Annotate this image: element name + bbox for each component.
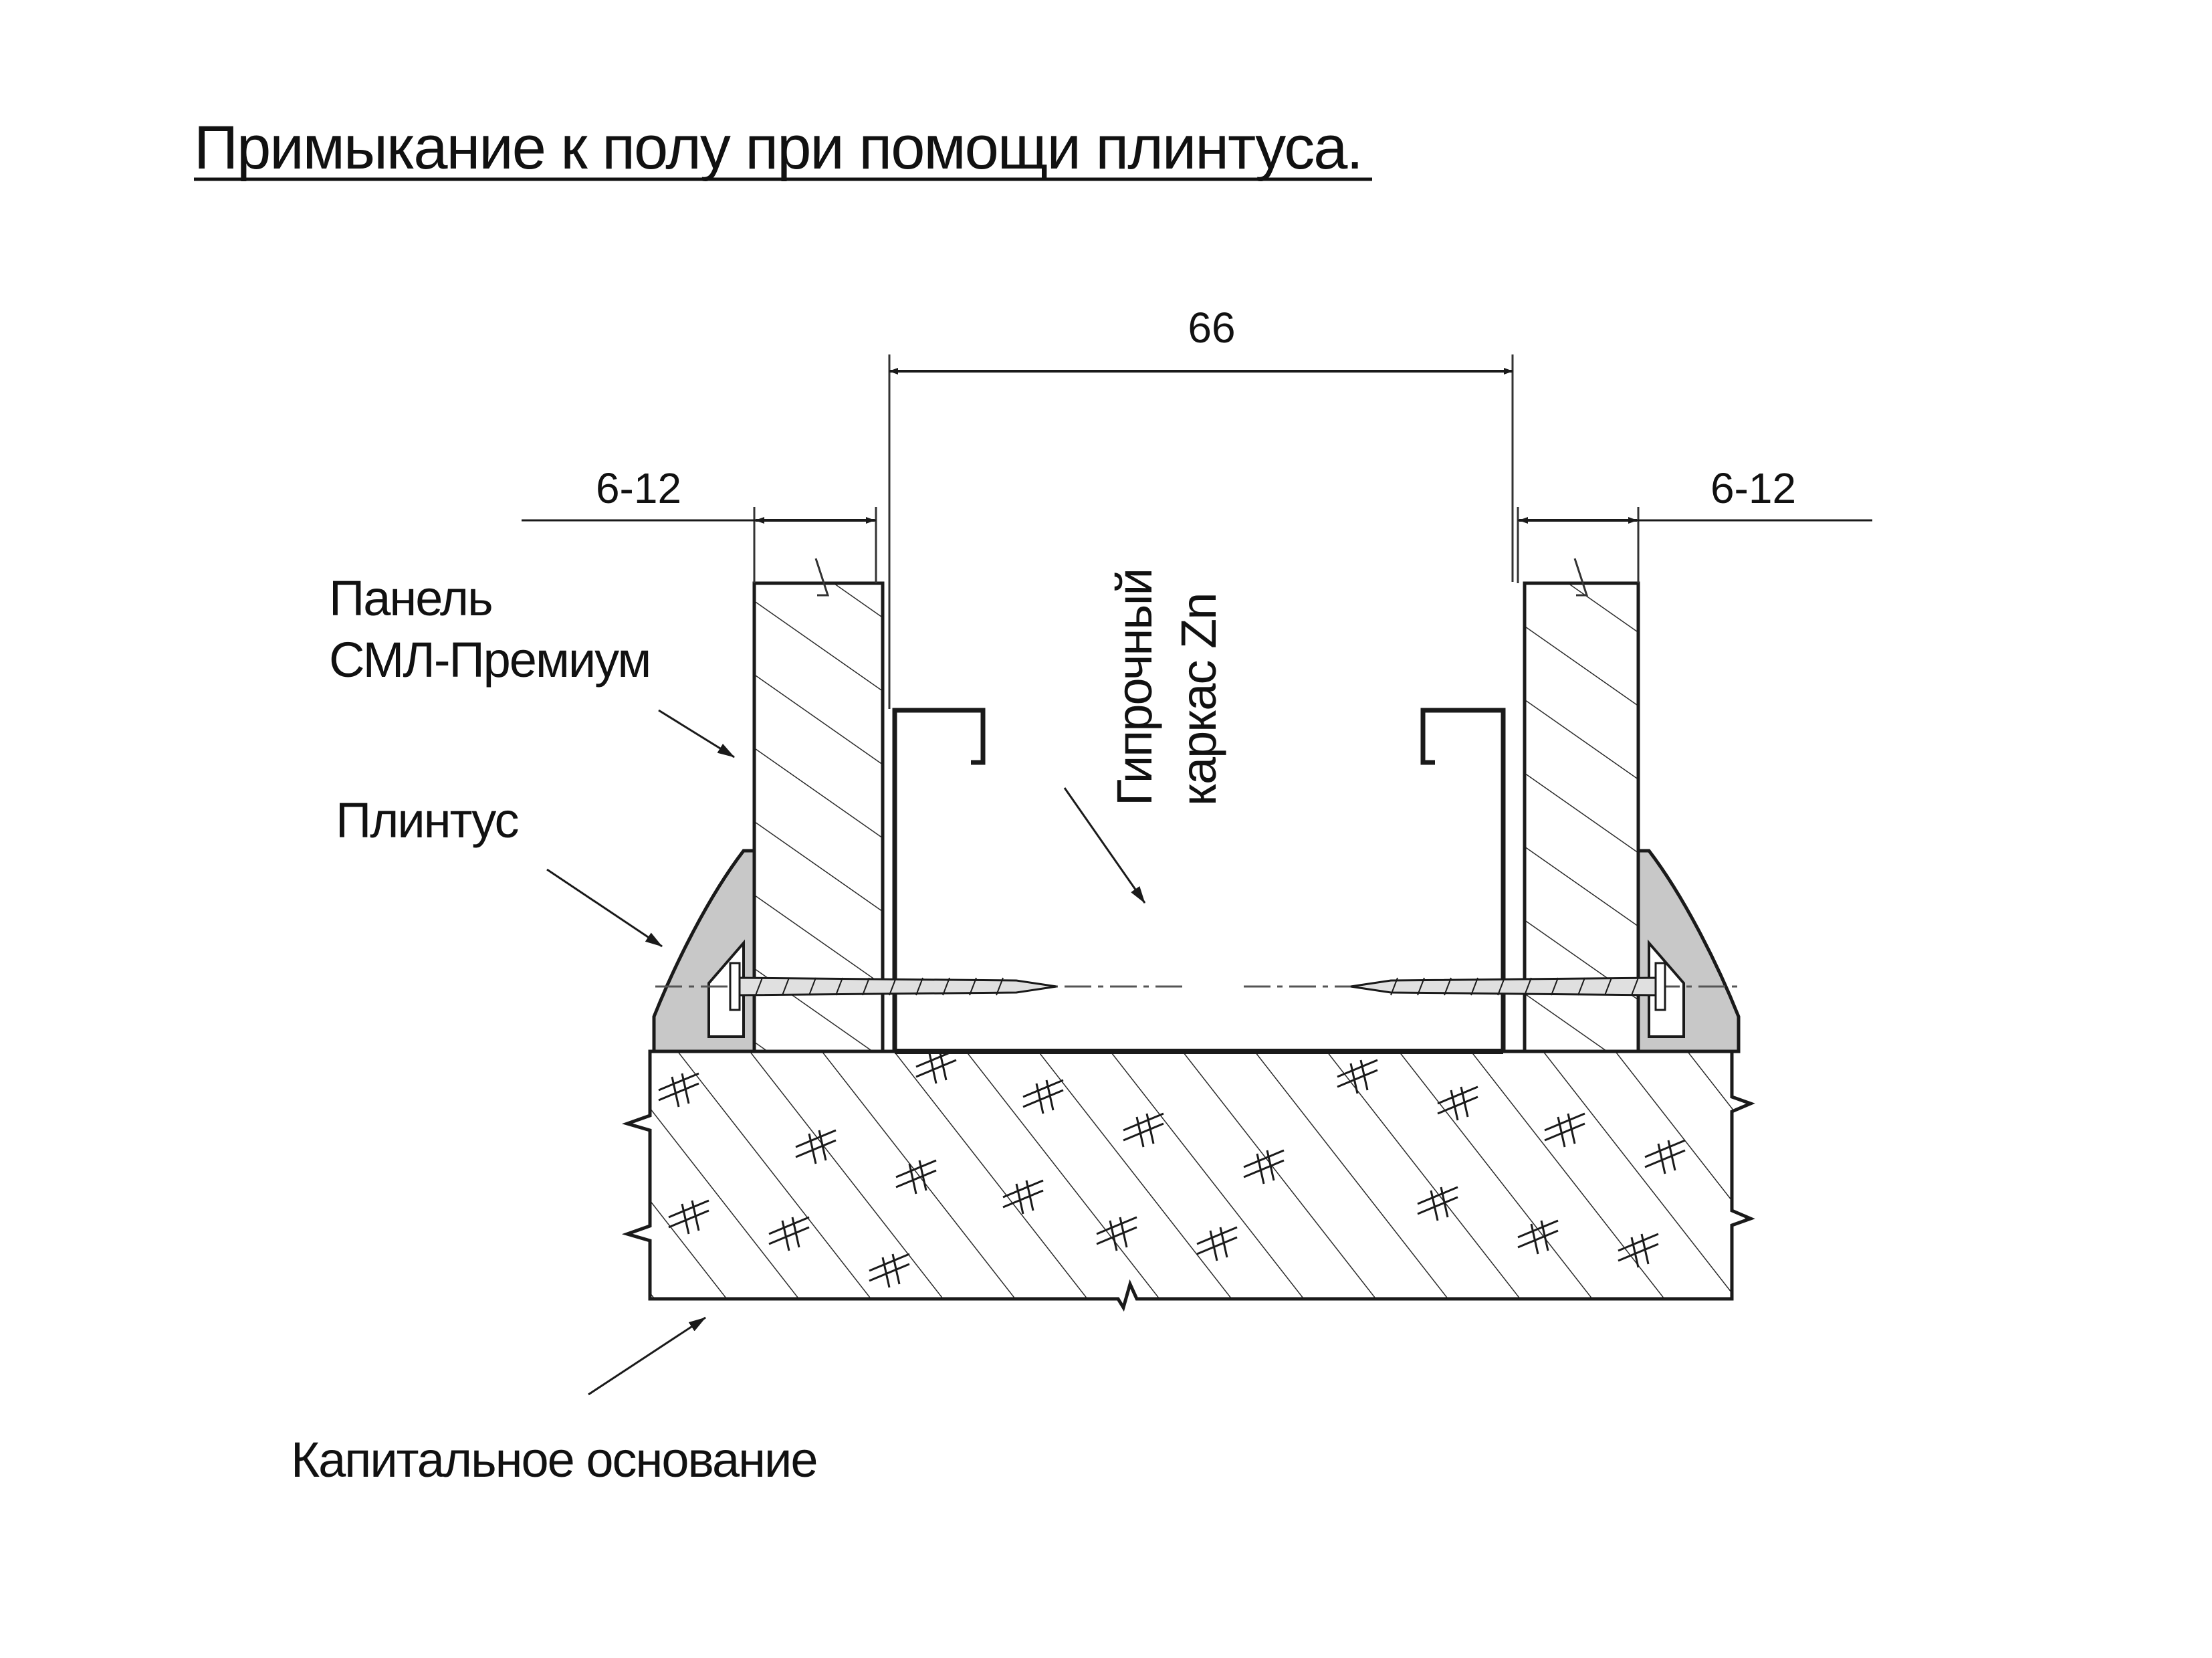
frame-label-line2: каркас Zn (1171, 594, 1226, 806)
drawing-title: Примыкание к полу при помощи плинтуса. (194, 114, 1372, 182)
title-text: Примыкание к полу при помощи плинтуса. (194, 114, 1362, 182)
panel-label-line2: СМЛ-Премиум (329, 632, 650, 688)
left-panel (752, 558, 885, 1053)
label-plinth: Плинтус (336, 793, 663, 948)
panel-label-line1: Панель (329, 571, 492, 626)
frame-width-value: 66 (1188, 304, 1235, 352)
capital-base (621, 1049, 1755, 1312)
gap-left-value: 6-12 (596, 464, 681, 512)
plinth-label: Плинтус (336, 793, 518, 848)
base-label: Капитальное основание (291, 1432, 817, 1487)
rebar-marks (658, 1049, 1686, 1288)
metal-frame (892, 708, 1506, 1054)
dimension-gap-left: 6-12 (522, 464, 877, 583)
right-panel (1523, 558, 1640, 1053)
screws (655, 962, 1739, 1011)
label-panel: Панель СМЛ-Премиум (329, 571, 735, 758)
right-plinth (1636, 849, 1741, 1053)
dimension-frame-width: 66 (888, 304, 1514, 709)
right-screw (1350, 962, 1666, 1011)
label-frame: Гипрочный каркас Zn (1063, 569, 1226, 904)
frame-label-line1: Гипрочный (1107, 569, 1162, 806)
dimension-gap-right: 6-12 (1517, 464, 1872, 583)
left-plinth (652, 849, 756, 1053)
left-screw (729, 962, 1057, 1011)
label-base: Капитальное основание (291, 1316, 818, 1487)
gap-right-value: 6-12 (1710, 464, 1796, 512)
